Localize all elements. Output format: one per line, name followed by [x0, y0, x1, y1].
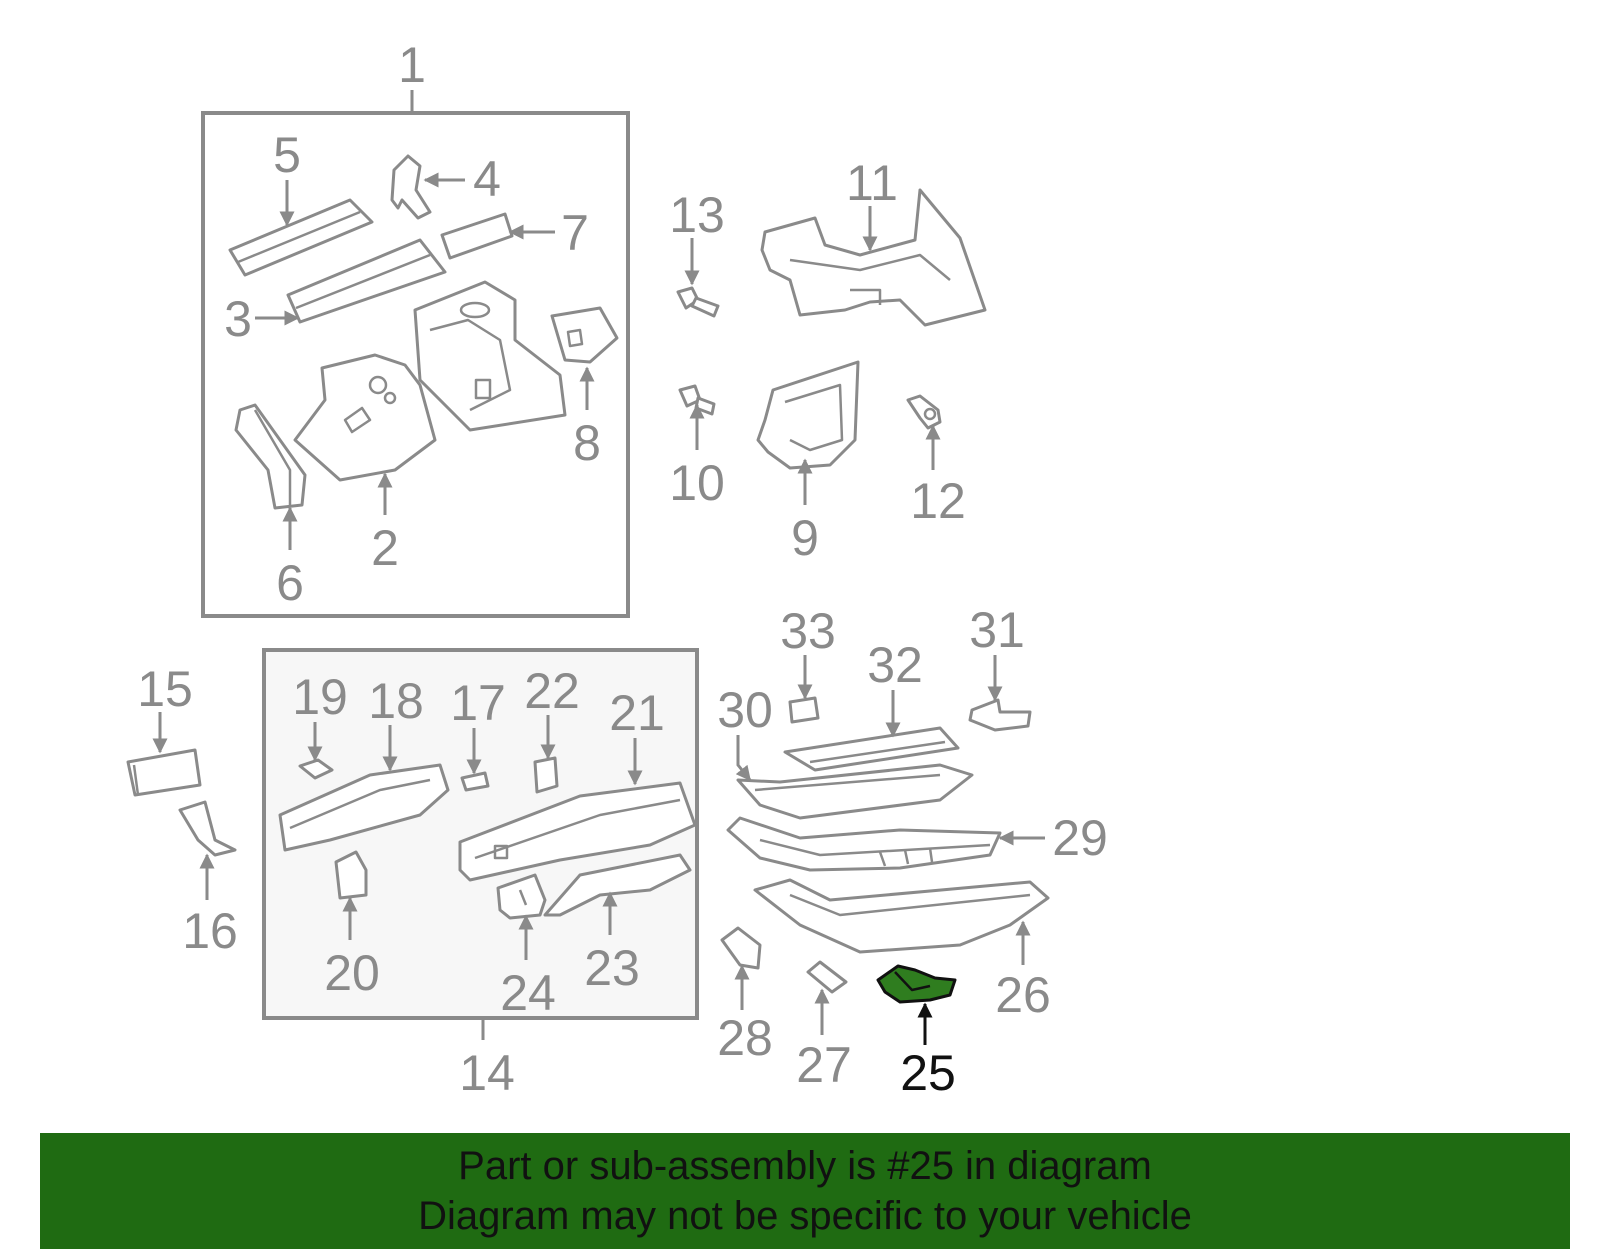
callout-10: 10: [669, 455, 725, 511]
banner-line-2: Diagram may not be specific to your vehi…: [418, 1194, 1192, 1238]
part-11[interactable]: [760, 188, 987, 327]
part-30[interactable]: [736, 763, 974, 820]
part-33[interactable]: [788, 696, 820, 724]
callout-22: 22: [524, 663, 580, 719]
part-23[interactable]: [543, 853, 692, 917]
part-12[interactable]: [906, 394, 942, 430]
group-box-1: [201, 111, 630, 618]
part-17[interactable]: [460, 771, 490, 792]
part-1-strut-tower[interactable]: [413, 280, 567, 432]
part-5[interactable]: [228, 198, 374, 277]
callout-13: 13: [669, 187, 725, 243]
part-20[interactable]: [334, 850, 368, 900]
callout-11: 11: [846, 155, 898, 211]
part-8[interactable]: [550, 306, 619, 364]
callout-33: 33: [780, 603, 836, 659]
part-24[interactable]: [496, 873, 547, 920]
callout-27: 27: [796, 1037, 852, 1093]
callout-1: 1: [398, 37, 426, 93]
callout-2: 2: [371, 520, 399, 576]
callout-12: 12: [910, 473, 966, 529]
callout-6: 6: [276, 555, 304, 611]
part-26[interactable]: [753, 878, 1050, 954]
part-6[interactable]: [234, 403, 307, 510]
callout-24: 24: [500, 965, 556, 1021]
part-21[interactable]: [458, 781, 697, 882]
callout-17: 17: [450, 675, 506, 731]
callout-15: 15: [137, 661, 193, 717]
part-18[interactable]: [278, 763, 450, 852]
part-10[interactable]: [678, 384, 716, 416]
callout-30: 30: [717, 682, 773, 738]
callout-7: 7: [561, 205, 589, 261]
part-4[interactable]: [390, 154, 432, 220]
callout-26: 26: [995, 967, 1051, 1023]
callout-23: 23: [584, 940, 640, 996]
callout-8: 8: [573, 415, 601, 471]
callout-14: 14: [459, 1045, 515, 1101]
callout-9: 9: [791, 510, 819, 566]
part-22[interactable]: [533, 756, 559, 794]
part-28[interactable]: [720, 926, 762, 970]
part-7[interactable]: [440, 212, 514, 260]
part-9[interactable]: [756, 360, 860, 470]
callout-4: 4: [473, 151, 501, 207]
callout-31: 31: [969, 602, 1025, 658]
callout-32: 32: [867, 637, 923, 693]
callout-29: 29: [1052, 810, 1108, 866]
part-13[interactable]: [676, 286, 720, 318]
callout-18: 18: [368, 673, 424, 729]
banner-line-1: Part or sub-assembly is #25 in diagram: [458, 1144, 1152, 1188]
part-19[interactable]: [298, 758, 334, 780]
part-27[interactable]: [806, 960, 848, 994]
callout-16: 16: [182, 903, 238, 959]
part-16[interactable]: [178, 800, 237, 857]
part-31[interactable]: [968, 698, 1032, 732]
leader-30: [735, 735, 752, 782]
callout-28: 28: [717, 1010, 773, 1066]
parts-diagram: 1 5 4 7 3 8 2 6 13 11 10 9 12 15 16 19 1…: [126, 37, 1108, 1101]
info-banner: Part or sub-assembly is #25 in diagram D…: [40, 1133, 1570, 1249]
callout-19: 19: [292, 669, 348, 725]
part-15[interactable]: [126, 748, 202, 797]
callout-25: 25: [900, 1045, 956, 1101]
callout-3: 3: [224, 291, 252, 347]
part-29[interactable]: [726, 816, 1002, 872]
callout-20: 20: [324, 945, 380, 1001]
part-25-highlighted[interactable]: [876, 964, 957, 1004]
callout-21: 21: [609, 685, 665, 741]
callout-5: 5: [273, 127, 301, 183]
part-32[interactable]: [783, 726, 960, 772]
part-2[interactable]: [293, 353, 437, 482]
